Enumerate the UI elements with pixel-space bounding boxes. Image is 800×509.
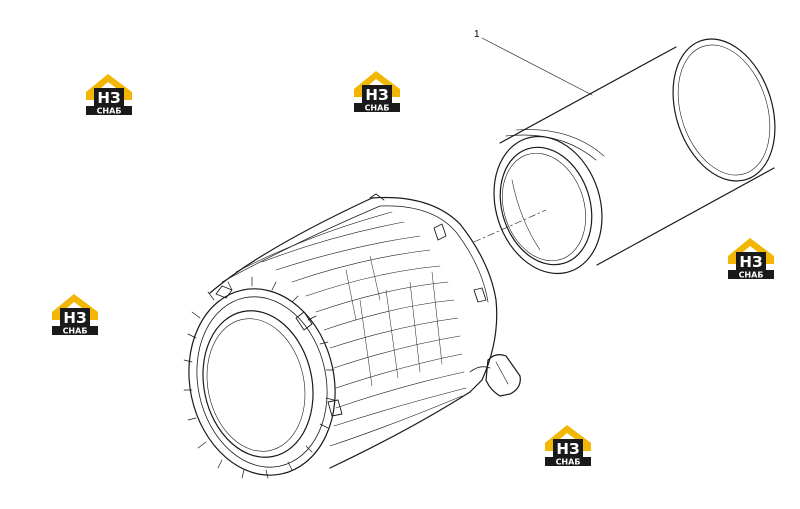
nz-snab-logo: НЗ СНАБ <box>724 234 778 280</box>
logo-lettering-bottom: СНАБ <box>365 104 390 113</box>
logo-lettering-bottom: СНАБ <box>97 107 122 116</box>
callout-leader-line <box>481 37 593 96</box>
nz-snab-logo: НЗ СНАБ <box>48 290 102 336</box>
logo-lettering-top: НЗ <box>365 86 388 104</box>
logo-lettering-bottom: СНАБ <box>63 327 88 336</box>
callout-label-1: 1 <box>474 29 480 40</box>
logo-lettering-bottom: СНАБ <box>739 271 764 280</box>
air-filter-housing <box>183 193 521 479</box>
logo-lettering-top: НЗ <box>63 309 86 327</box>
logo-lettering-top: НЗ <box>97 89 120 107</box>
assembly-axis <box>473 209 547 243</box>
logo-lettering-top: НЗ <box>739 253 762 271</box>
nz-snab-logo: НЗ СНАБ <box>541 421 595 467</box>
logo-lettering-bottom: СНАБ <box>556 458 581 467</box>
nz-snab-logo: НЗ СНАБ <box>350 67 404 113</box>
filter-element-part-1 <box>493 38 776 275</box>
logo-lettering-top: НЗ <box>556 440 579 458</box>
nz-snab-logo: НЗ СНАБ <box>82 70 136 116</box>
